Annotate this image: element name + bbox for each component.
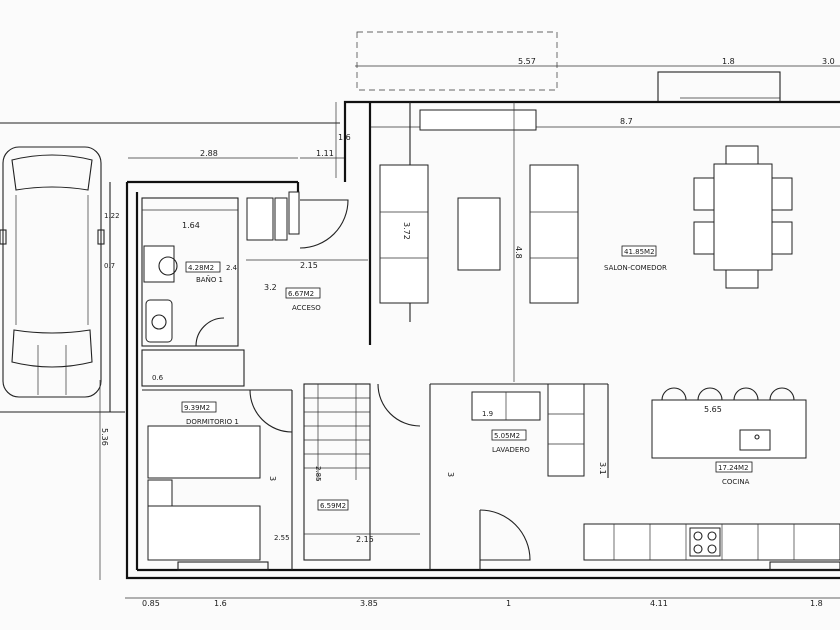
dim-label: 2.88	[200, 149, 218, 158]
dim-label: 1.11	[316, 149, 334, 158]
area-tag	[181, 401, 217, 413]
dim-label: 2.15	[356, 535, 374, 544]
window	[177, 561, 269, 571]
dim-label: 1.64	[182, 221, 200, 230]
door-swing	[377, 383, 421, 427]
dim-label: 0.85	[142, 599, 160, 608]
dim-label: 5.36	[100, 428, 109, 446]
cabinet	[246, 197, 274, 241]
cabinet	[274, 197, 288, 241]
room-label: ACCESO	[292, 304, 321, 312]
top-opening	[657, 71, 781, 103]
room-label: COCINA	[722, 478, 750, 486]
dim-label: 1.22	[104, 212, 120, 220]
room-label: LAVADERO	[492, 446, 530, 454]
bed-icon	[147, 425, 261, 479]
dim-label: 1.8	[810, 599, 823, 608]
door-swing	[249, 389, 293, 433]
area-tag	[317, 499, 349, 511]
dim-label: 3.72	[402, 222, 411, 240]
door-frame	[288, 191, 300, 235]
area-label: 6.59M2	[320, 502, 346, 510]
coffee-table	[457, 197, 501, 271]
bar-stools	[661, 387, 795, 401]
dim-label: 3.0	[822, 57, 835, 66]
area-label: 5.05M2	[494, 432, 520, 440]
dim-label: 3.85	[360, 599, 378, 608]
dim-label: 2.55	[274, 534, 290, 542]
car-icon	[0, 146, 105, 398]
nightstand	[147, 479, 173, 507]
bed-icon	[147, 505, 261, 561]
dim-label: 0.7	[104, 262, 115, 270]
entrance-door-swing	[299, 199, 349, 249]
dim-label: 5.57	[518, 57, 536, 66]
stair-treads	[304, 384, 370, 480]
dim-label: 4.8	[514, 246, 523, 259]
wardrobe	[141, 349, 245, 387]
area-tag	[491, 429, 527, 441]
area-tag	[285, 287, 321, 299]
sofa-icon	[529, 164, 579, 304]
dim-label: 3.1	[598, 462, 607, 475]
sofa-icon	[379, 164, 429, 304]
window	[769, 561, 840, 571]
area-label: 9.39M2	[184, 404, 210, 412]
dim-label: 2.15	[300, 261, 318, 270]
toilet-icon	[145, 299, 173, 343]
dim-label: 4.11	[650, 599, 668, 608]
area-label: 41.85M2	[624, 248, 655, 256]
door-swing	[479, 509, 531, 561]
dim-label: 2.85	[314, 466, 322, 482]
room-label: SALON-COMEDOR	[604, 264, 667, 272]
exterior-walls	[125, 100, 840, 580]
staircase-icon	[303, 383, 371, 561]
window-bench	[419, 109, 537, 131]
area-tag	[621, 245, 657, 257]
dim-label: 3	[446, 472, 455, 477]
bathroom-walls	[141, 197, 239, 347]
storage-unit	[547, 383, 585, 477]
area-label: 17.24M2	[718, 464, 749, 472]
area-tag	[715, 461, 753, 473]
cooktop-icon	[689, 527, 721, 557]
sink-icon	[739, 429, 771, 451]
dim-label: 3.2	[264, 283, 277, 292]
dim-label: 5.65	[704, 405, 722, 414]
room-label: DORMITORIO 1	[186, 418, 239, 426]
room-label: BAÑO 1	[196, 275, 223, 284]
dim-label: 1.9	[482, 410, 493, 418]
door-swing	[195, 317, 225, 347]
dim-label: 3	[268, 476, 277, 481]
toilet-bowl-icon	[151, 314, 167, 330]
dim-label: 1.6	[214, 599, 227, 608]
dining-table-icon	[693, 145, 793, 289]
terrace-outline	[356, 31, 558, 91]
dim-label: 8.7	[620, 117, 633, 126]
washbasin-bowl-icon	[158, 256, 178, 276]
sink-drain-icon	[754, 434, 760, 440]
dim-label: 2.4	[226, 264, 238, 272]
dim-label: 1.8	[722, 57, 735, 66]
area-label: 6.67M2	[288, 290, 314, 298]
dim-label: 0.6	[152, 374, 164, 382]
area-label: 4.28M2	[188, 264, 214, 272]
area-tag	[185, 261, 221, 273]
dim-label: 1	[506, 599, 511, 608]
kitchen-island	[651, 399, 807, 459]
